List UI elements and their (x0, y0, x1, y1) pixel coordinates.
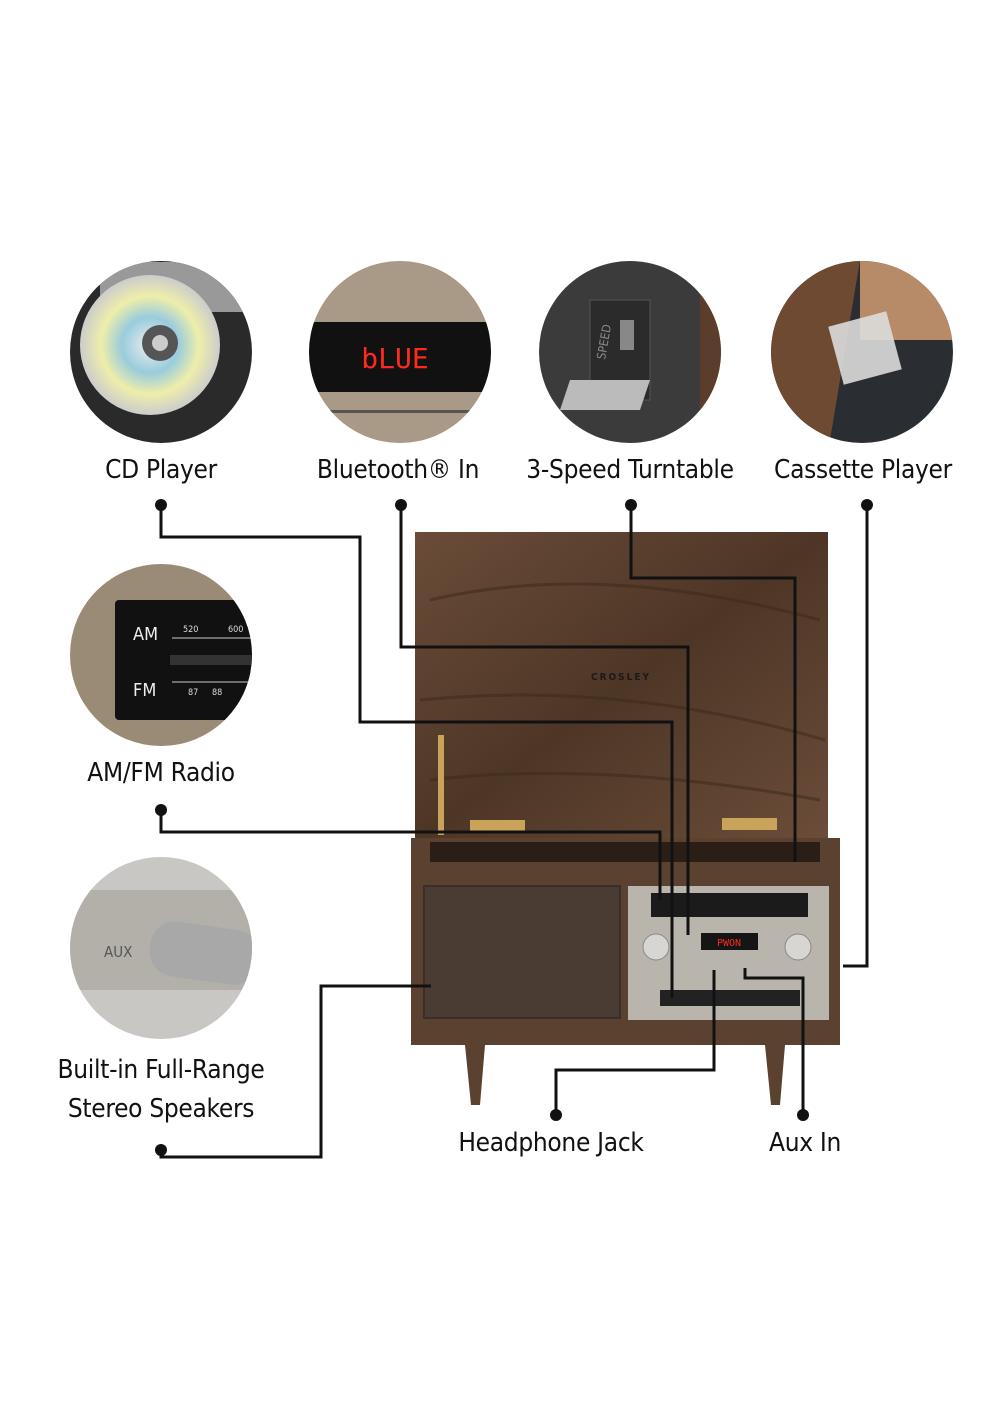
am-tick: 600 (228, 625, 243, 635)
cd-player-photo (70, 261, 252, 443)
am-band-label: AM (133, 624, 158, 645)
label-aux: Aux In (768, 1128, 842, 1158)
label-cd-player: CD Player (105, 455, 217, 485)
label-cassette: Cassette Player (774, 455, 952, 485)
fm-band-label: FM (133, 680, 156, 701)
label-radio: AM/FM Radio (87, 758, 235, 788)
fm-tick: 88 (212, 688, 222, 698)
speed-switch-text: SPEED (594, 323, 614, 360)
aux-port-text: AUX (104, 943, 132, 961)
callout-dots (155, 499, 873, 1156)
bluetooth-photo: bLUE (309, 261, 491, 443)
label-headphone: Headphone Jack (458, 1128, 644, 1158)
panel-display: PWON (717, 938, 741, 949)
lid-brand-logo: CROSLEY (591, 672, 651, 683)
cassette-photo (771, 261, 953, 443)
label-speakers-line2: Stereo Speakers (67, 1094, 255, 1124)
record-console: CROSLEY PWON (411, 532, 840, 1105)
aux-port-photo: AUX (70, 857, 252, 1039)
am-tick: 520 (183, 625, 198, 635)
label-speakers-line1: Built-in Full-Range (57, 1055, 265, 1085)
label-turntable: 3-Speed Turntable (526, 455, 734, 485)
bluetooth-display-text: bLUE (361, 342, 428, 375)
fm-tick: 87 (188, 688, 198, 698)
turntable-speed-photo: SPEED (539, 261, 721, 443)
radio-dial-photo: AM FM 520 600 87 88 (70, 564, 252, 746)
callout-lines (159, 505, 869, 1159)
label-bluetooth: Bluetooth® In (316, 455, 480, 485)
